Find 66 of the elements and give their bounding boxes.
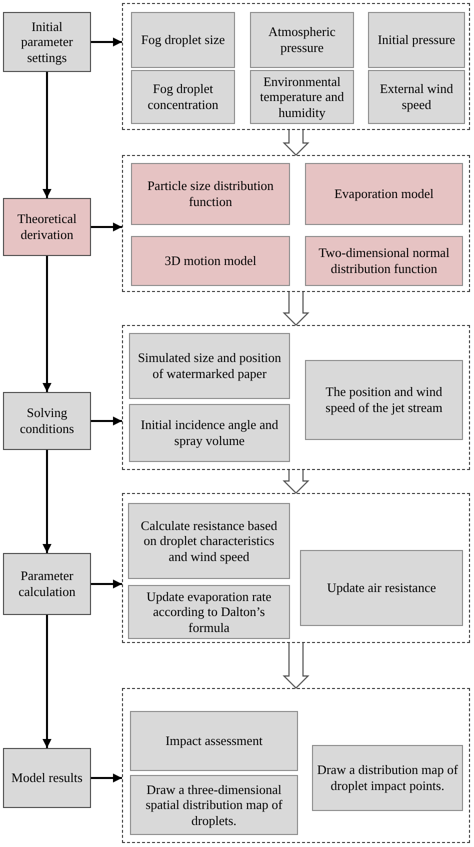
item-box xyxy=(305,236,463,286)
arrow xyxy=(91,416,122,426)
arrow xyxy=(42,256,52,392)
item-box xyxy=(250,12,354,68)
step-box xyxy=(3,12,91,72)
dashed-group-frame xyxy=(122,155,470,292)
hollow-block-arrow xyxy=(282,129,310,156)
arrow xyxy=(91,580,122,588)
hollow-block-arrow xyxy=(282,469,310,494)
arrow xyxy=(42,72,52,198)
item-label: Calculate resistance based on droplet characteristics and wind speed xyxy=(140,518,278,564)
item-label: Simulated size and position of watermarked paper xyxy=(136,350,282,382)
step-label: Parameter calculation xyxy=(17,568,77,600)
item-label: The position and wind speed of the jet stream xyxy=(324,384,444,416)
item-box xyxy=(305,163,463,225)
step-box xyxy=(3,748,91,808)
item-label: Draw a distribution map of droplet impact points. xyxy=(317,762,458,794)
dashed-group-frame xyxy=(122,493,470,643)
item-box xyxy=(305,360,463,440)
arrow xyxy=(91,774,122,782)
item-box xyxy=(130,711,298,771)
item-box xyxy=(368,12,465,68)
item-box xyxy=(129,333,290,399)
dashed-group-frame xyxy=(122,325,470,470)
item-box xyxy=(368,70,465,124)
step-label: Model results xyxy=(11,770,83,786)
item-box xyxy=(128,503,290,579)
item-label: Draw a three-dimensional spatial distribution map of droplets. xyxy=(144,782,284,828)
item-box xyxy=(131,236,290,286)
item-label: Update evaporation rate according to Dalton’s formula xyxy=(146,588,272,636)
hollow-block-arrow xyxy=(282,291,310,326)
item-label: Particle size distribution function xyxy=(146,178,275,210)
item-label: External wind speed xyxy=(378,81,454,113)
step-label: Solving conditions xyxy=(18,405,76,437)
step-box xyxy=(3,198,91,256)
item-label: Atmospheric pressure xyxy=(267,24,337,56)
item-box xyxy=(312,745,463,811)
arrow xyxy=(42,615,52,748)
item-label: Initial incidence angle and spray volume xyxy=(140,417,280,449)
item-box xyxy=(131,163,290,225)
arrow xyxy=(42,450,52,553)
dashed-group-frame xyxy=(122,3,470,130)
item-box xyxy=(131,12,235,68)
item-box xyxy=(128,585,290,639)
item-label: Evaporation model xyxy=(334,186,434,202)
item-label: Fog droplet concentration xyxy=(146,81,220,113)
arrow xyxy=(91,222,122,232)
item-label: Impact assessment xyxy=(165,733,263,749)
item-box xyxy=(130,775,298,835)
item-label: 3D motion model xyxy=(164,253,256,269)
arrow xyxy=(91,38,122,46)
step-box xyxy=(3,392,91,450)
dashed-group-frame xyxy=(122,688,470,843)
item-label: Initial pressure xyxy=(378,32,456,48)
item-label: Update air resistance xyxy=(326,580,436,596)
item-label: Two-dimensional normal distribution function xyxy=(318,245,450,277)
item-label: Environmental temperature and humidity xyxy=(258,74,346,120)
step-label: Initial parameter settings xyxy=(20,18,74,66)
item-label: Fog droplet size xyxy=(141,32,225,48)
step-box xyxy=(3,553,91,615)
item-box xyxy=(131,70,235,124)
item-box xyxy=(300,550,463,626)
step-label: Theoretical derivation xyxy=(16,211,78,243)
hollow-block-arrow xyxy=(282,642,310,689)
item-box xyxy=(250,70,354,124)
item-box xyxy=(129,404,290,462)
